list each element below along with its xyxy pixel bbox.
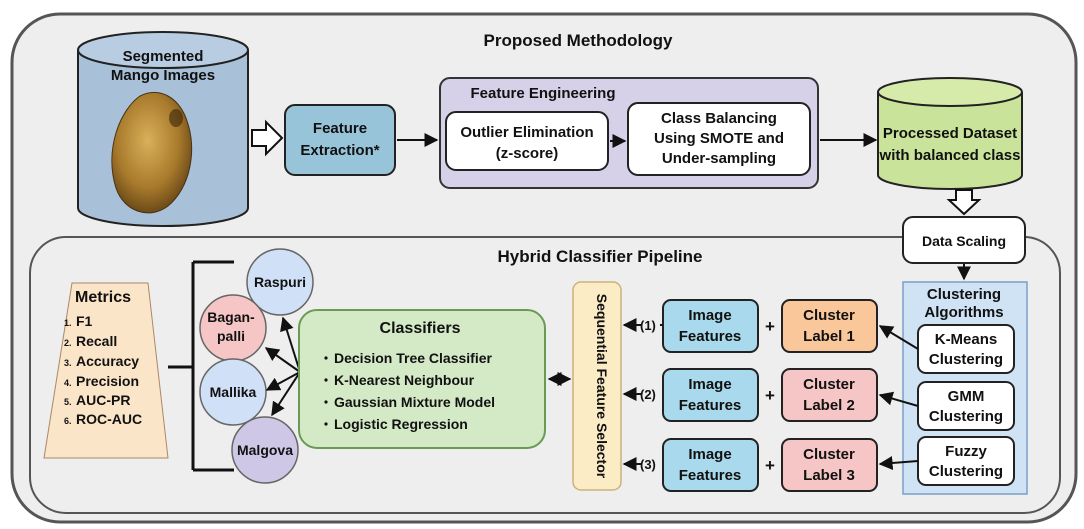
metric-label-5: AUC-PR (76, 392, 130, 408)
outlier-box (445, 111, 609, 171)
metric-num-4: 4. (64, 378, 72, 388)
fuzzy-label-2: Clustering (929, 463, 1003, 480)
cluster-label-2-line2: Label 2 (803, 397, 855, 414)
processed-label-1: Processed Dataset (883, 125, 1017, 142)
mango-image (111, 91, 192, 214)
gmm-label-1: GMM (948, 388, 985, 405)
feature-row-2: (2) Image Features + Cluster Label 2 (622, 368, 878, 422)
metrics-panel (43, 282, 169, 459)
clustering-title-1: Clustering (927, 286, 1001, 303)
image-features-2-line2: Features (679, 397, 742, 414)
feature-extraction-box (284, 104, 396, 176)
fuzzy-label-1: Fuzzy (945, 443, 987, 460)
metrics-title: Metrics (75, 289, 131, 306)
plus-1: + (765, 317, 775, 336)
feature-selector-label: Sequential Feature Selector (594, 294, 610, 479)
feature-extraction-label-1: Feature (313, 120, 367, 137)
balancing-label-3: Under-sampling (662, 150, 776, 167)
balancing-box (627, 102, 811, 176)
malgova-label: Malgova (237, 442, 293, 458)
cluster-label-box-2 (781, 368, 878, 422)
hollow-arrow-right (251, 119, 284, 157)
metric-num-6: 6. (64, 416, 72, 426)
image-features-1-line2: Features (679, 328, 742, 345)
cluster-label-box-1 (781, 299, 878, 353)
processed-dataset: Processed Dataset with balanced class (877, 77, 1023, 190)
plus-2: + (765, 386, 775, 405)
diagram-title: Proposed Methodology (484, 31, 673, 50)
cluster-arrows (878, 325, 919, 470)
metric-label-3: Accuracy (76, 353, 139, 369)
metric-num-2: 2. (64, 338, 72, 348)
row-3-number: (3) (640, 457, 656, 472)
mallika-label: Mallika (210, 384, 257, 400)
outlier-label-2: (z-score) (496, 145, 559, 162)
baganpalli-label-1: Bagan- (207, 309, 255, 325)
hollow-arrow-down (946, 189, 982, 216)
kmeans-label-2: Clustering (929, 351, 1003, 368)
balancing-label-1: Class Balancing (661, 110, 777, 127)
cluster-label-3-line2: Label 3 (803, 467, 855, 484)
feature-selector-box (572, 281, 622, 491)
cluster-label-1-line1: Cluster (803, 307, 855, 324)
pipeline-title: Hybrid Classifier Pipeline (497, 247, 702, 266)
classifiers-list: Decision Tree Classifier K-Nearest Neigh… (324, 350, 495, 432)
cluster-label-2-line1: Cluster (803, 376, 855, 393)
classifiers-panel (298, 309, 546, 449)
balancing-label-2: Using SMOTE and (654, 130, 784, 147)
image-features-box-2 (662, 368, 759, 422)
malgova-circle (231, 416, 299, 484)
raspuri-label: Raspuri (254, 274, 306, 290)
image-features-box-3 (662, 438, 759, 492)
data-scaling-label: Data Scaling (922, 233, 1006, 249)
classifier-item-4: Logistic Regression (334, 416, 468, 432)
metric-num-1: 1. (64, 318, 72, 328)
feature-row-3: (3) Image Features + Cluster Label 3 (622, 438, 878, 492)
cluster-label-box-3 (781, 438, 878, 492)
kmeans-label-1: K-Means (935, 331, 998, 348)
cluster-label-3-line1: Cluster (803, 446, 855, 463)
image-features-3-line2: Features (679, 467, 742, 484)
dataset-label-2: Mango Images (111, 67, 215, 84)
feature-row-1: (1) Image Features + Cluster Label 1 (622, 299, 878, 353)
row-2-number: (2) (640, 387, 656, 402)
variety-fan-arrows (264, 316, 301, 417)
metric-label-6: ROC-AUC (76, 411, 142, 427)
row-1-number: (1) (640, 318, 656, 333)
image-features-1-line1: Image (688, 307, 731, 324)
classifier-item-2: K-Nearest Neighbour (334, 372, 475, 388)
feature-engineering-title: Feature Engineering (470, 85, 615, 102)
metric-num-5: 5. (64, 397, 72, 407)
plus-3: + (765, 456, 775, 475)
data-scaling-box (902, 216, 1026, 264)
metric-num-3: 3. (64, 358, 72, 368)
image-features-2-line1: Image (688, 376, 731, 393)
outlier-label-1: Outlier Elimination (460, 124, 593, 141)
metric-label-1: F1 (76, 313, 93, 329)
bracket-connector (168, 260, 234, 472)
gmm-label-2: Clustering (929, 408, 1003, 425)
processed-label-2: with balanced class (879, 147, 1021, 164)
dataset-label-1: Segmented (123, 48, 204, 65)
cluster-label-1-line2: Label 1 (803, 328, 855, 345)
image-features-box-1 (662, 299, 759, 353)
metric-label-4: Precision (76, 373, 139, 389)
classifiers-title: Classifiers (380, 320, 461, 337)
clustering-title-2: Algorithms (924, 304, 1003, 321)
classifier-item-3: Gaussian Mixture Model (334, 394, 495, 410)
classifier-item-1: Decision Tree Classifier (334, 350, 493, 366)
baganpalli-label-2: palli (217, 328, 245, 344)
metric-label-2: Recall (76, 333, 117, 349)
raspuri-circle (246, 248, 314, 316)
mallika-circle (199, 358, 267, 426)
metrics-list: 1. F1 2. Recall 3. Accuracy 4. Precision… (64, 313, 142, 427)
feature-extraction-label-2: Extraction* (300, 142, 379, 159)
mango-dataset: Segmented Mango Images (77, 31, 249, 227)
image-features-3-line1: Image (688, 446, 731, 463)
